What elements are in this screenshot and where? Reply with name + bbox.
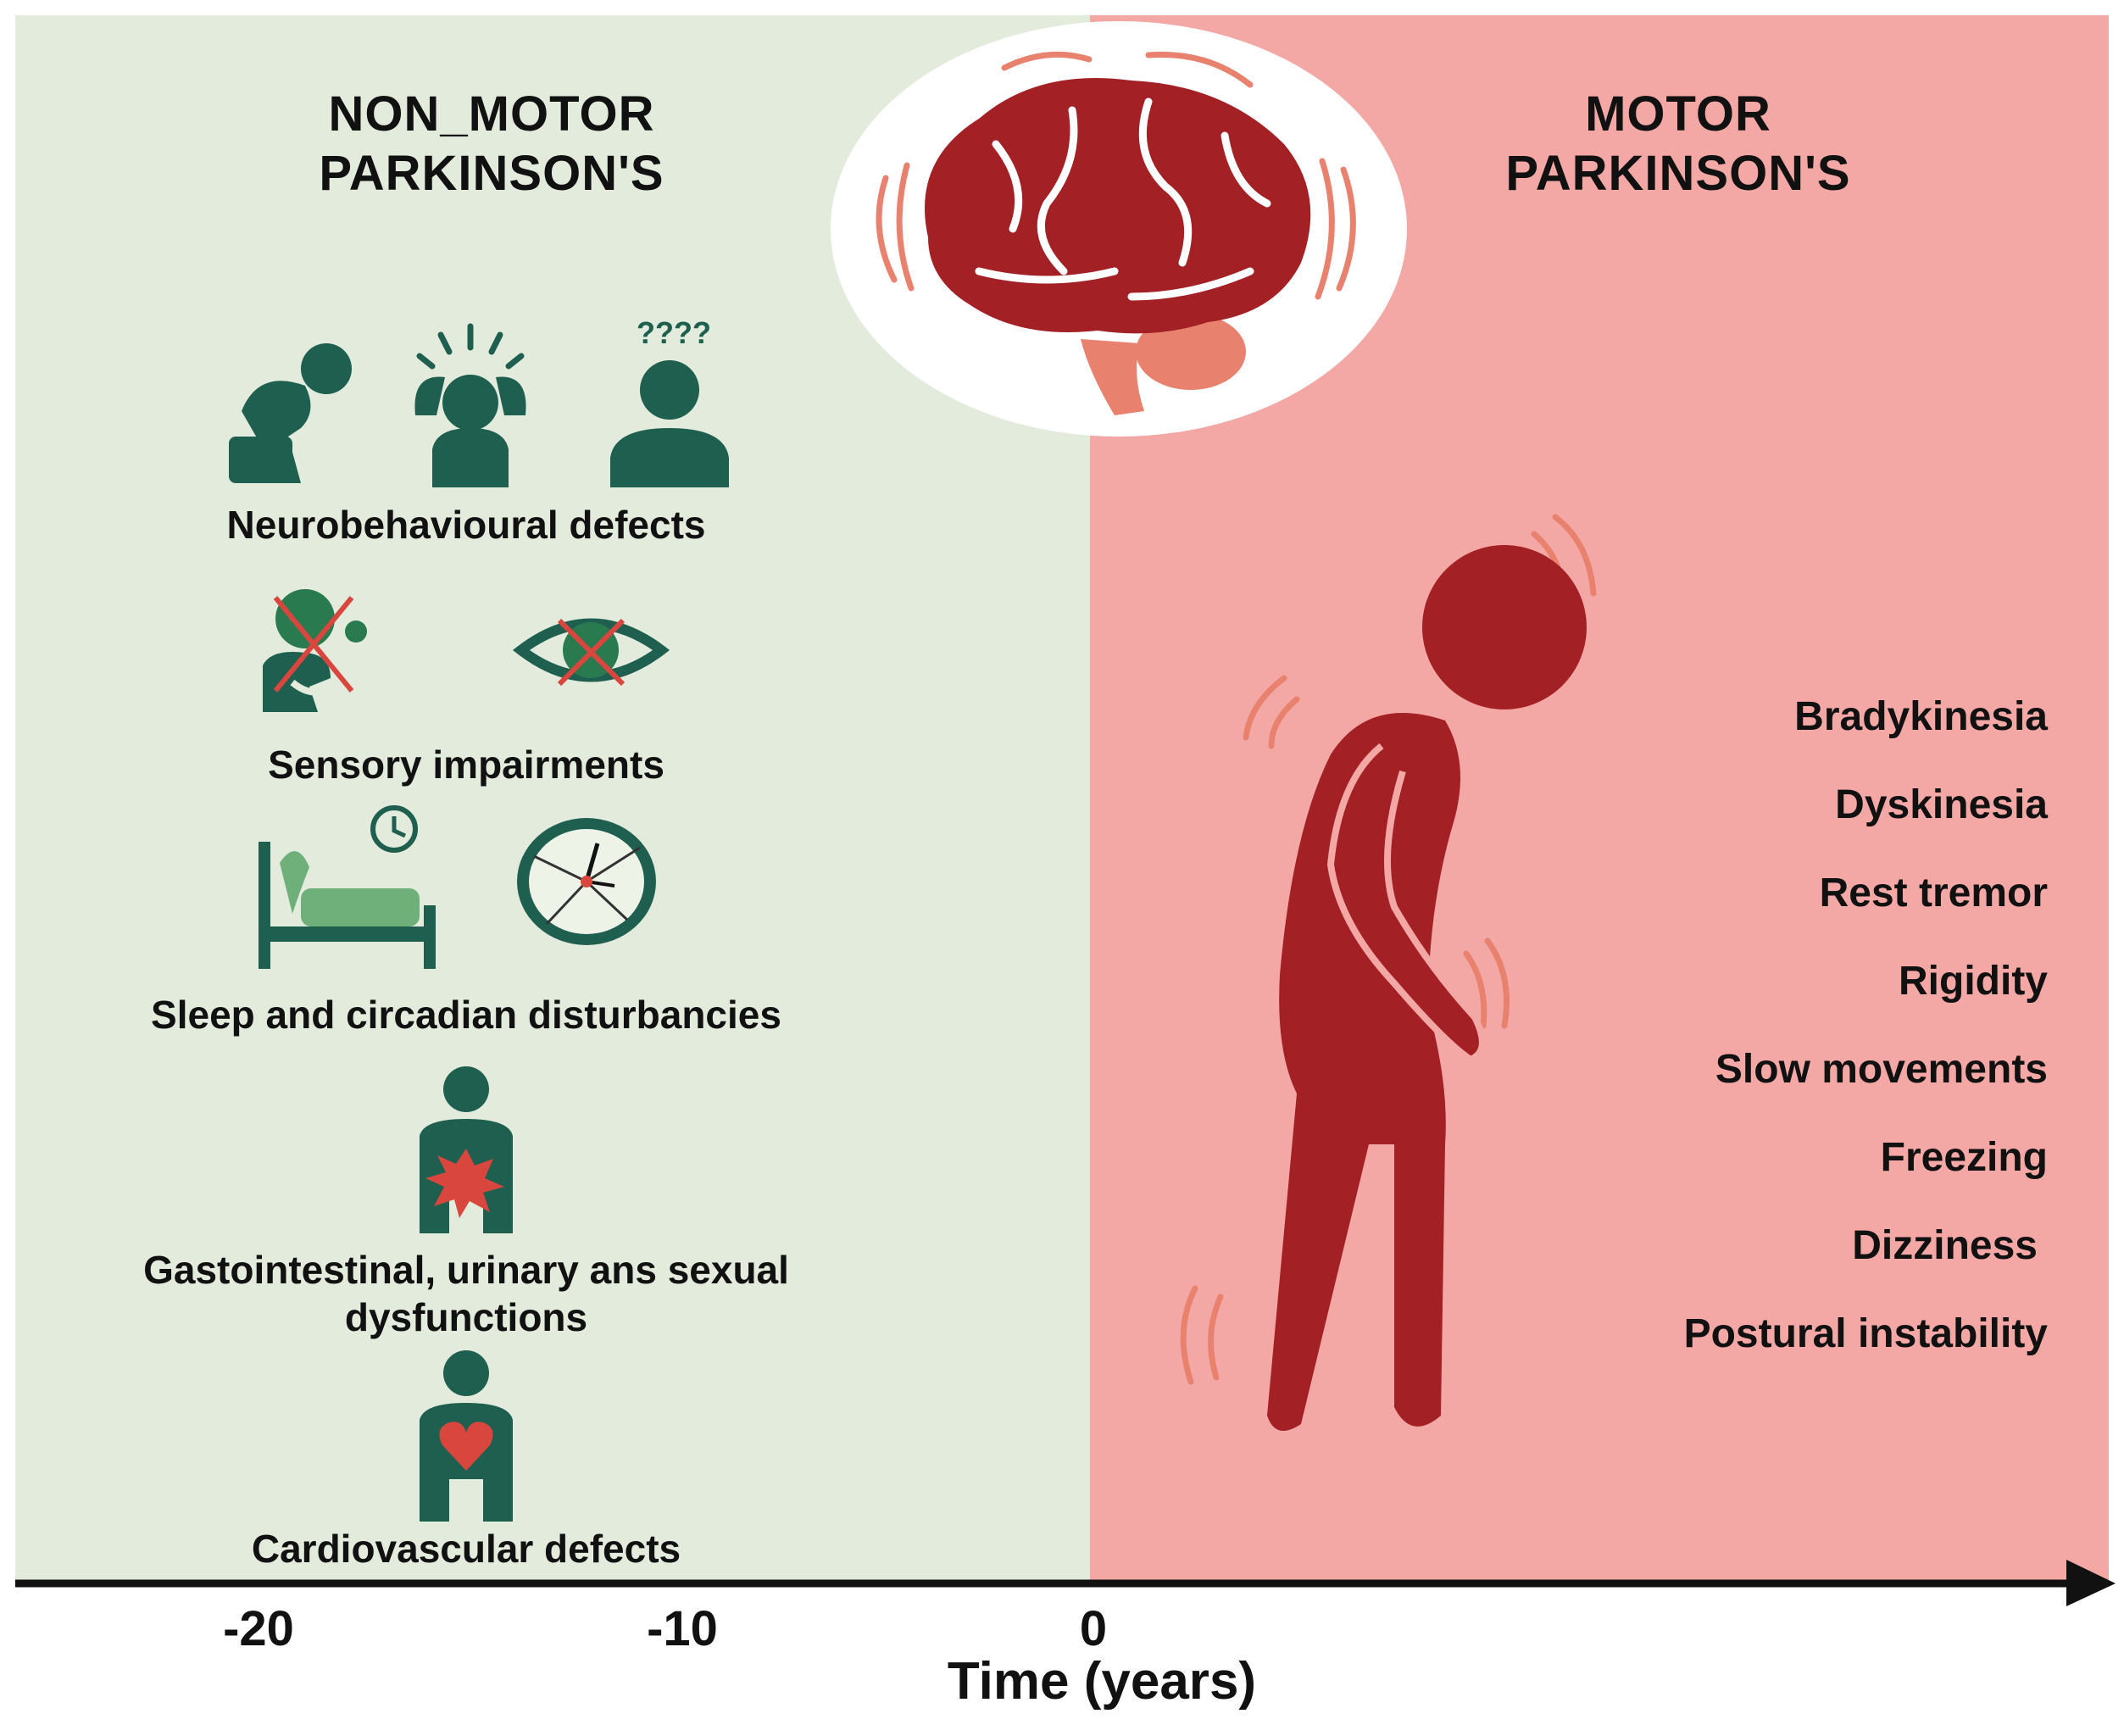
cardio-caption: Cardiovascular defects — [251, 1527, 681, 1571]
motor-symptom-dyskinesia: Dyskinesia — [1835, 782, 2048, 827]
stressed-person-icon — [414, 323, 526, 487]
motor-heading: MOTOR PARKINSON'S — [1424, 85, 1932, 203]
sleep-caption: Sleep and circadian disturbancies — [151, 993, 781, 1037]
neurobehavioural-caption: Neurobehavioural defects — [226, 503, 706, 547]
non-motor-heading-line2: PARKINSON'S — [319, 146, 664, 201]
brain-icon — [831, 21, 1407, 437]
motor-heading-line2: PARKINSON'S — [1505, 146, 1851, 201]
question-marks: ???? — [637, 315, 711, 350]
broken-clock-icon — [517, 818, 656, 945]
time-axis-arrow — [15, 1560, 2116, 1606]
gastro-caption: Gastointestinal, urinary ans sexual dysf… — [102, 1246, 831, 1341]
gastro-caption-line2: dysfunctions — [344, 1295, 588, 1339]
heart-person-icon — [420, 1350, 513, 1522]
axis-tick-minus-10: -10 — [647, 1601, 718, 1656]
motor-symptom-rigidity: Rigidity — [1899, 959, 2048, 1004]
motor-symptom-dizziness: Dizziness — [1852, 1223, 2038, 1268]
motor-symptom-rest-tremor: Rest tremor — [1819, 871, 2048, 915]
hunched-person-icon — [1180, 514, 1597, 1431]
axis-title: Time (years) — [947, 1652, 1257, 1711]
motor-symptom-freezing: Freezing — [1880, 1135, 2048, 1180]
confused-person-icon — [610, 360, 729, 487]
crossed-out-thinking-icon — [263, 589, 367, 712]
crossed-out-eye-icon — [513, 618, 670, 687]
depressed-person-icon — [229, 343, 352, 483]
non-motor-heading: NON_MOTOR PARKINSON'S — [237, 85, 746, 203]
axis-tick-zero: 0 — [1079, 1601, 1108, 1656]
motor-heading-line1: MOTOR — [1585, 86, 1771, 142]
sensory-caption: Sensory impairments — [268, 743, 664, 787]
axis-tick-minus-20: -20 — [223, 1601, 294, 1656]
motor-symptom-bradykinesia: Bradykinesia — [1794, 694, 2048, 739]
non-motor-heading-line1: NON_MOTOR — [328, 86, 655, 142]
stomach-pain-person-icon — [420, 1066, 513, 1233]
gastro-caption-line1: Gastointestinal, urinary ans sexual — [143, 1248, 789, 1292]
bed-clock-icon — [259, 805, 436, 969]
motor-symptom-postural-instability: Postural instability — [1683, 1311, 2048, 1356]
motor-symptom-slow-movements: Slow movements — [1715, 1047, 2048, 1092]
